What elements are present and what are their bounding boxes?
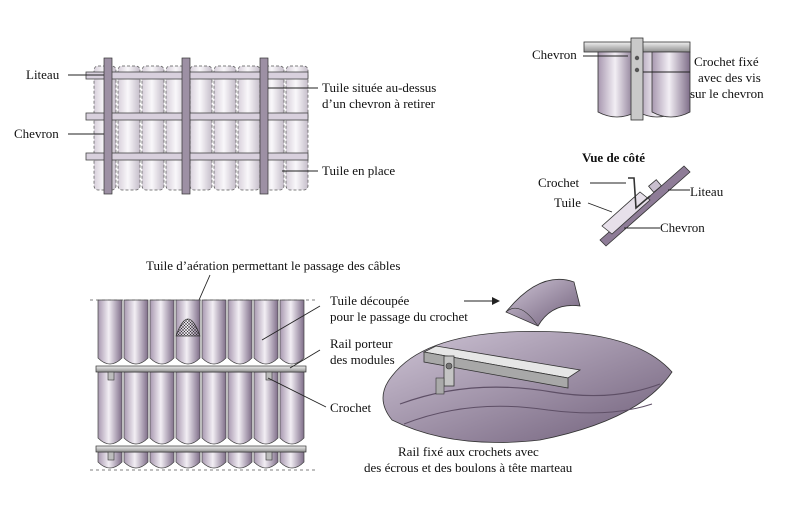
tile [227,451,253,469]
detail-tiles [597,51,691,118]
label-rail-porteur-1: Rail porteur [330,336,393,351]
tile-column [189,65,213,191]
rail-2 [95,445,307,453]
tile [97,371,123,445]
hook-icon [628,177,651,210]
tile [651,51,691,118]
tile [175,371,201,445]
tile [123,371,149,445]
screw-icon [634,67,640,73]
tile [123,299,149,365]
side-view-diagram: Vue de côté Crochet Liteau Tuile Chevron [538,150,724,247]
label-crochet-fixe-1: Crochet fixé [694,54,759,69]
label-vue-cote: Vue de côté [582,150,645,165]
tile [97,299,123,365]
rail-3d-diagram: Rail fixé aux crochets avec des écrous e… [364,331,673,475]
rafter-1 [103,57,113,195]
tile [227,299,253,365]
hook-icon [443,355,455,387]
tile-column [117,65,141,191]
tile [227,371,253,445]
label-tuile-place: Tuile en place [322,163,395,178]
label-rail-fixe-1: Rail fixé aux crochets avec [398,444,539,459]
bottom-roof-diagram: Tuile d’aération permettant le passage d… [90,258,500,471]
batten-3 [85,152,309,161]
label-tuile-side: Tuile [554,195,581,210]
tile [201,299,227,365]
label-crochet-fixe-2: avec des vis [698,70,761,85]
tile [149,371,175,445]
rafter-3 [259,57,269,195]
label-rail-porteur-2: des modules [330,352,395,367]
label-crochet-side: Crochet [538,175,580,190]
rail-1 [95,365,307,373]
tile-column [237,65,261,191]
bolt-icon [445,362,453,370]
batten-1 [85,71,309,80]
tile [253,299,279,365]
tile-column [213,65,237,191]
label-tuile-retirer-2: d’un chevron à retirer [322,96,436,111]
tile [149,451,175,469]
label-chevron-right: Chevron [532,47,577,62]
ventilation-tile [175,318,201,337]
cut-tile-diagram [505,278,581,327]
tile [253,371,279,445]
label-tuile-decoupee-2: pour le passage du crochet [330,309,468,324]
batten-2 [85,112,309,121]
tile [149,299,175,365]
label-liteau-side: Liteau [690,184,724,199]
tile [175,451,201,469]
tile [123,451,149,469]
tile-side [601,191,651,235]
screw-icon [634,55,640,61]
cut-tile [505,278,581,327]
label-crochet-fixe-3: sur le chevron [690,86,764,101]
tile [201,371,227,445]
label-liteau: Liteau [26,67,60,82]
rafter-2 [181,57,191,195]
roof-surface [382,331,673,443]
label-chevron: Chevron [14,126,59,141]
top-grid-diagram: Liteau Chevron Tuile située au-dessus d’… [14,57,436,195]
tile [279,451,305,469]
hook-detail-diagram: Chevron Crochet fixé avec des vis sur le… [532,37,764,121]
arrow-icon [492,297,500,305]
tile [201,451,227,469]
hook-icon [630,37,644,121]
label-rail-fixe-2: des écrous et des boulons à tête marteau [364,460,573,475]
label-chevron-side: Chevron [660,220,705,235]
tile-columns [93,65,309,191]
batten-side [648,179,662,193]
label-crochet-bottom: Crochet [330,400,372,415]
label-tuile-retirer-1: Tuile située au-dessus [322,80,436,95]
tile [597,51,637,118]
tile [279,299,305,365]
tile [279,371,305,445]
label-tuile-decoupee-1: Tuile découpée [330,293,410,308]
roof-tiles [97,299,305,469]
tile-column [141,65,165,191]
label-tuile-aeration: Tuile d’aération permettant le passage d… [146,258,400,273]
